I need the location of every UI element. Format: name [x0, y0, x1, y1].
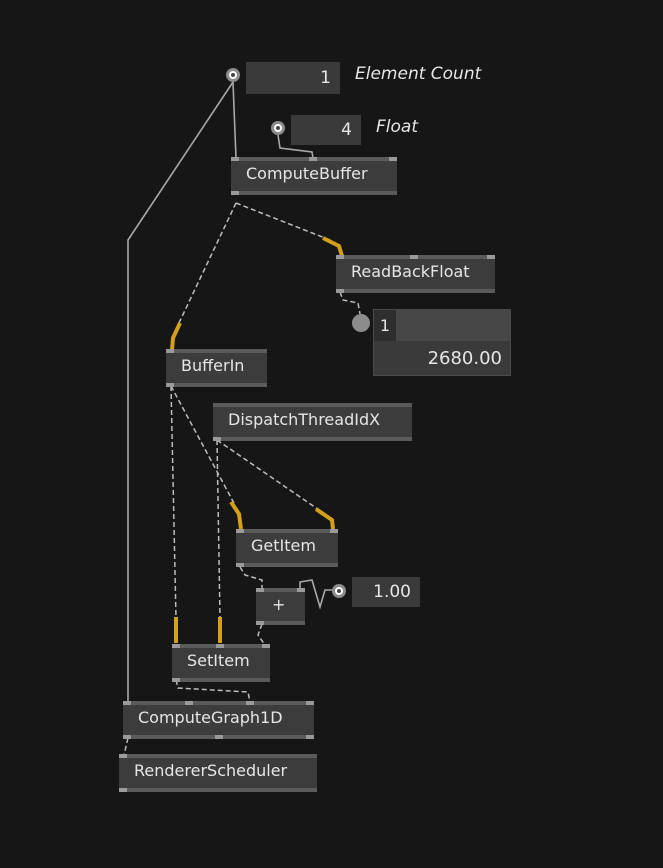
- dispatch-thread-idx-node[interactable]: DispatchThreadIdX: [213, 403, 412, 441]
- compute-buffer-in-pin-2[interactable]: [309, 157, 317, 161]
- plus-out-pin[interactable]: [256, 621, 264, 625]
- buffer-in-node[interactable]: BufferIn: [166, 349, 267, 387]
- set-item-label: SetItem: [187, 651, 250, 670]
- get-item-in-pin-2[interactable]: [330, 529, 338, 533]
- get-item-in-pin-1[interactable]: [236, 529, 244, 533]
- link-compute-buffer-to-readback: [235, 202, 331, 241]
- get-item-out-pin[interactable]: [236, 563, 244, 567]
- compute-graph-1d-out-pin-2[interactable]: [215, 735, 223, 739]
- compute-graph-1d-node[interactable]: ComputeGraph1D: [123, 701, 314, 739]
- read-back-float-in-pin-3[interactable]: [487, 255, 495, 259]
- add-value-pin-icon[interactable]: [332, 584, 346, 598]
- compute-graph-1d-in-pin-3[interactable]: [246, 701, 254, 705]
- link-end-bufferin: [170, 322, 182, 351]
- plus-node[interactable]: +: [256, 588, 305, 625]
- read-back-float-in-pin-1[interactable]: [336, 255, 344, 259]
- buffer-in-in-pin[interactable]: [166, 349, 174, 353]
- float-label: Float: [376, 117, 418, 137]
- compute-buffer-in-pin-3[interactable]: [389, 157, 397, 161]
- link-getitem-to-plus: [239, 566, 263, 588]
- compute-buffer-in-pin-1[interactable]: [231, 157, 239, 161]
- float-pin-icon[interactable]: [271, 121, 285, 135]
- renderer-scheduler-label: RendererScheduler: [134, 761, 288, 780]
- compute-graph-1d-in-pin-4[interactable]: [306, 701, 314, 705]
- dispatch-thread-idx-label: DispatchThreadIdX: [228, 410, 381, 429]
- dispatch-thread-idx-out-pin[interactable]: [213, 437, 221, 441]
- link-element-count-to-compute-graph: [127, 81, 234, 702]
- compute-buffer-out-pin[interactable]: [231, 191, 239, 195]
- readback-header: [396, 310, 510, 341]
- readback-index: 1: [374, 310, 396, 341]
- compute-buffer-label: ComputeBuffer: [246, 164, 368, 183]
- plus-label: +: [272, 595, 286, 614]
- buffer-in-out-pin[interactable]: [166, 383, 174, 387]
- link-bufferin-to-setitem: [170, 385, 177, 619]
- float-iobox[interactable]: 4: [291, 115, 361, 145]
- renderer-scheduler-node[interactable]: RendererScheduler: [119, 754, 317, 792]
- link-float-to-compute-buffer: [277, 134, 314, 159]
- add-value-iobox[interactable]: 1.00: [352, 577, 420, 607]
- readback-iobox[interactable]: 1 2680.00: [373, 309, 511, 376]
- plus-in-pin-2[interactable]: [297, 588, 305, 592]
- link-element-count-to-compute-buffer: [232, 81, 237, 159]
- link-end-getitem-a: [229, 500, 243, 530]
- link-plus-to-setitem: [257, 623, 266, 646]
- element-count-iobox[interactable]: 1: [246, 62, 340, 94]
- compute-graph-1d-out-pin-1[interactable]: [123, 735, 131, 739]
- readback-value: 2680.00: [427, 348, 502, 369]
- compute-buffer-node[interactable]: ComputeBuffer: [231, 157, 397, 195]
- set-item-node[interactable]: SetItem: [172, 644, 270, 682]
- set-item-in-pin-3[interactable]: [262, 644, 270, 648]
- set-item-out-pin[interactable]: [172, 678, 180, 682]
- link-compute-buffer-to-bufferin: [177, 202, 237, 326]
- link-computegraph-to-renderer: [123, 737, 129, 756]
- link-setitem-to-computegraph: [175, 679, 251, 703]
- link-add-iobox-to-plus: [299, 579, 339, 610]
- renderer-scheduler-in-pin[interactable]: [119, 754, 127, 758]
- readback-pin-icon[interactable]: [352, 314, 370, 332]
- plus-in-pin-1[interactable]: [256, 588, 264, 592]
- link-readback-to-iobox: [339, 291, 361, 315]
- read-back-float-node[interactable]: ReadBackFloat: [336, 255, 495, 293]
- read-back-float-label: ReadBackFloat: [351, 262, 470, 281]
- buffer-in-label: BufferIn: [181, 356, 245, 375]
- link-end-readback: [322, 236, 344, 257]
- element-count-label: Element Count: [355, 64, 482, 84]
- read-back-float-in-pin-2[interactable]: [410, 255, 418, 259]
- compute-graph-1d-in-pin-1[interactable]: [123, 701, 131, 705]
- compute-graph-1d-in-pin-2[interactable]: [185, 701, 193, 705]
- link-end-getitem-b: [314, 507, 335, 530]
- compute-graph-1d-label: ComputeGraph1D: [138, 708, 283, 727]
- read-back-float-out-pin[interactable]: [336, 289, 344, 293]
- renderer-scheduler-out-pin[interactable]: [119, 788, 127, 792]
- get-item-label: GetItem: [251, 536, 316, 555]
- link-dispatch-to-setitem: [216, 439, 221, 619]
- get-item-node[interactable]: GetItem: [236, 529, 338, 567]
- link-bufferin-to-getitem: [170, 385, 236, 506]
- set-item-in-pin-1[interactable]: [172, 644, 180, 648]
- compute-graph-1d-out-pin-3[interactable]: [306, 735, 314, 739]
- element-count-pin-icon[interactable]: [226, 68, 240, 82]
- set-item-in-pin-2[interactable]: [216, 644, 224, 648]
- link-dispatch-to-getitem: [216, 439, 323, 513]
